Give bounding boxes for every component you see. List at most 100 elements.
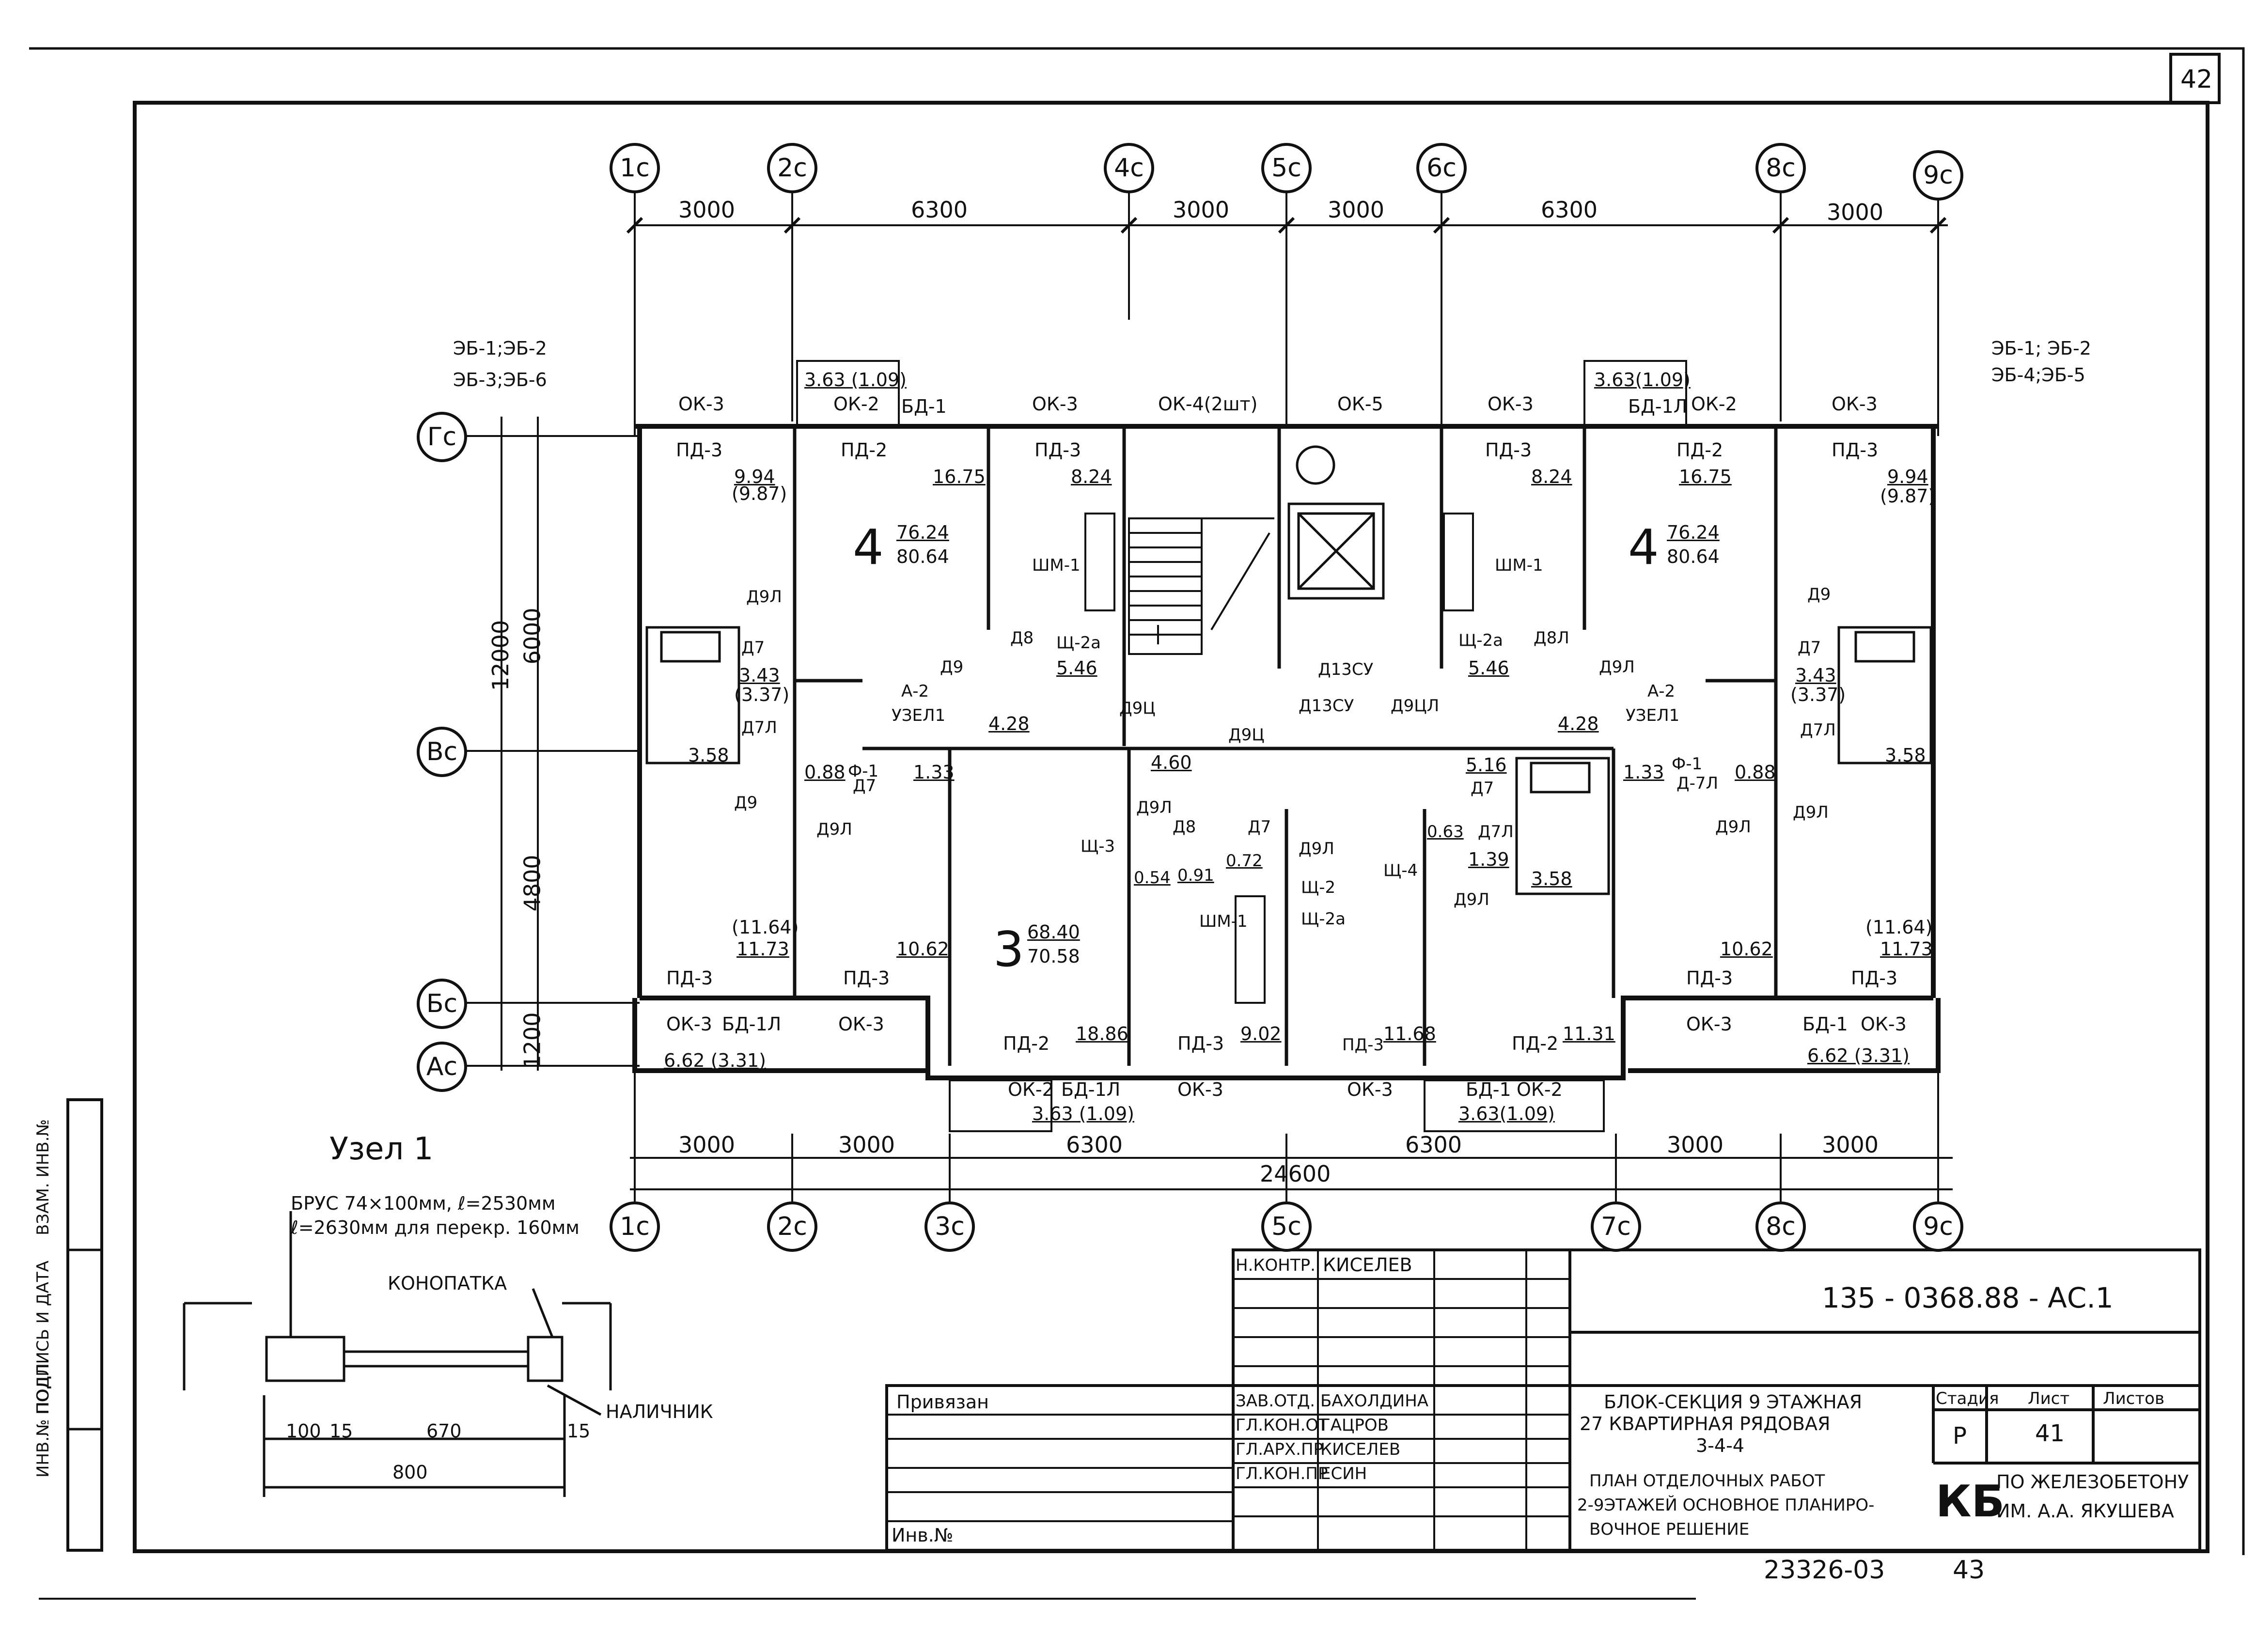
opening-bottom-17: ОК-3 xyxy=(1686,1013,1732,1035)
side-strip-2: ПОДПИСЬ И ДАТА xyxy=(33,1261,53,1415)
opening-bottom-2: ОК-3 xyxy=(666,1013,712,1035)
opening-top-3: БД-1 xyxy=(901,396,947,417)
stamp-name-2: БАХОЛДИНА xyxy=(1320,1391,1429,1411)
area-s4: 0.88 xyxy=(1735,762,1776,783)
axis-bubble-bottom-2: 2с xyxy=(767,1201,817,1252)
area-s10: 0.72 xyxy=(1226,851,1263,871)
opening-bottom-8: БД-1Л xyxy=(1061,1079,1121,1100)
opening-bottom-18: ПД-3 xyxy=(1851,967,1898,989)
sill-top-5: ПД-2 xyxy=(1676,439,1723,461)
area-wc-right-b: (3.37) xyxy=(1790,684,1846,705)
door-mark-29: Д9Л xyxy=(1299,839,1334,858)
area-hall-middle: 4.60 xyxy=(1151,752,1192,773)
door-mark-17: Д8Л xyxy=(1534,628,1569,648)
door-mark-8: Д8 xyxy=(1010,628,1034,648)
apartment-number-right: 4 xyxy=(1628,519,1659,576)
apartment-area-left-top: 76.24 xyxy=(896,522,949,543)
stamp-role-3: ГЛ.КОН.ОТ xyxy=(1236,1416,1329,1435)
node-dim-4: 15 xyxy=(567,1420,591,1442)
stamp-role-4: ГЛ.АРХ.ПР xyxy=(1236,1440,1324,1459)
area-room-r5: 18.86 xyxy=(1076,1023,1128,1044)
stamp-title-2: 27 КВАРТИРНАЯ РЯДОВАЯ xyxy=(1580,1413,1831,1434)
apartment-area-right-bottom: 80.64 xyxy=(1667,546,1720,567)
door-mark-36: Д9Л xyxy=(1454,890,1489,909)
door-mark-10: Д9 xyxy=(940,657,964,677)
stamp-inv: Инв.№ xyxy=(892,1525,954,1546)
stamp-name-1: КИСЕЛЕВ xyxy=(1323,1254,1412,1276)
area-s1: 0.88 xyxy=(804,762,846,783)
area-room-6: 9.94 xyxy=(1887,466,1928,487)
door-mark-30: Щ-3 xyxy=(1081,837,1115,856)
node-label-nalichnik: НАЛИЧНИК xyxy=(606,1401,713,1422)
door-mark-16: Щ-2а xyxy=(1458,631,1503,650)
apartment-area-left-bottom: 80.64 xyxy=(896,546,949,567)
axis-bubble-top-6: 8с xyxy=(1755,143,1806,193)
area-room-r4b: 11.73 xyxy=(1880,938,1933,960)
door-mark-25: Д7 xyxy=(853,776,877,795)
axis-bubble-left-1: Гс xyxy=(417,412,467,462)
area-room-6b: (9.87) xyxy=(1880,485,1936,507)
stamp-privyazan: Привязан xyxy=(896,1391,989,1413)
door-mark-5: Д9Л xyxy=(816,820,852,839)
opening-bottom-20: ОК-3 xyxy=(1861,1013,1907,1035)
opening-bottom-4: ПД-3 xyxy=(843,967,890,989)
opening-bottom-16: ПД-3 xyxy=(1686,967,1733,989)
door-mark-28: Д7 xyxy=(1248,817,1271,837)
opening-bottom-11: ПД-3 xyxy=(1342,1035,1384,1055)
node-dim-3: 670 xyxy=(426,1420,462,1442)
opening-top-5: ОК-4(2шт) xyxy=(1158,393,1258,415)
area-loggia-bottom-left: 3.63 (1.09) xyxy=(1032,1103,1134,1124)
opening-bottom-5: ОК-3 xyxy=(838,1013,884,1035)
dim-bottom-3: 6300 xyxy=(1066,1132,1123,1158)
sill-top-3: ПД-3 xyxy=(1034,439,1081,461)
stamp-sheet-header: Лист xyxy=(2028,1389,2070,1408)
axis-bubble-bottom-6: 8с xyxy=(1755,1201,1806,1252)
dim-top-5: 6300 xyxy=(1541,197,1598,223)
area-loggia-left: 6.62 (3.31) xyxy=(664,1050,766,1071)
opening-top-7: ОК-3 xyxy=(1488,393,1534,415)
area-room-r1: (11.64) xyxy=(732,917,799,938)
area-s2: 1.33 xyxy=(913,762,955,783)
bottom-number: 43 xyxy=(1953,1556,1985,1585)
balcony-top-right: 3.63(1.09) xyxy=(1594,369,1691,390)
apartment-area-right-top: 76.24 xyxy=(1667,522,1720,543)
area-room-r1b: 11.73 xyxy=(736,938,789,960)
sill-top-6: ПД-3 xyxy=(1832,439,1879,461)
area-room-4: 8.24 xyxy=(1531,466,1572,487)
area-room-r6: 9.02 xyxy=(1240,1023,1282,1044)
area-kitchen-right: 5.46 xyxy=(1468,657,1509,679)
door-mark-20: УЗЕЛ1 xyxy=(1626,706,1680,725)
door-mark-43: ШМ-1 xyxy=(1495,556,1543,575)
dim-bottom-4: 6300 xyxy=(1405,1132,1462,1158)
axis-bubble-top-1: 1с xyxy=(610,143,660,193)
stamp-title-1: БЛОК-СЕКЦИЯ 9 ЭТАЖНАЯ xyxy=(1604,1391,1863,1413)
area-wc-right: 3.43 xyxy=(1795,665,1836,686)
dim-left-1: 6000 xyxy=(519,608,546,665)
sheet-number-top: 42 xyxy=(2180,65,2213,94)
opening-top-8: БД-1Л xyxy=(1628,396,1688,417)
door-mark-40: Д9Л xyxy=(1715,817,1751,837)
opening-top-1: ОК-3 xyxy=(678,393,724,415)
area-s5: 5.16 xyxy=(1466,754,1507,776)
door-mark-34: Щ-4 xyxy=(1383,861,1418,880)
stamp-sheets-header: Листов xyxy=(2103,1389,2165,1408)
opening-top-4: ОК-3 xyxy=(1032,393,1078,415)
dim-bottom-2: 3000 xyxy=(838,1132,895,1158)
opening-top-2: ОК-2 xyxy=(833,393,879,415)
dim-top-4: 3000 xyxy=(1328,197,1385,223)
area-bath-right: 3.58 xyxy=(1885,745,1926,766)
door-mark-27: Д8 xyxy=(1173,817,1196,837)
area-room-3: 8.24 xyxy=(1071,466,1112,487)
door-mark-31: Щ-2 xyxy=(1301,878,1336,897)
area-bath-middle: 3.58 xyxy=(1531,868,1572,889)
door-mark-38: Ф-1 xyxy=(1672,754,1703,774)
wall-mark-right-1: ЭБ-1; ЭБ-2 xyxy=(1991,338,2091,359)
node-note-1: БРУС 74×100мм, ℓ=2530мм xyxy=(291,1193,556,1214)
node-note-2: ℓ=2630мм для перекр. 160мм xyxy=(291,1217,580,1238)
door-mark-21: Д9 xyxy=(1807,585,1831,604)
sill-top-1: ПД-3 xyxy=(676,439,723,461)
node-dim-2: 15 xyxy=(329,1420,353,1442)
door-mark-24: Ф-1 xyxy=(848,762,879,781)
door-mark-23: Д7Л xyxy=(1800,720,1836,740)
area-room-2: 16.75 xyxy=(933,466,986,487)
